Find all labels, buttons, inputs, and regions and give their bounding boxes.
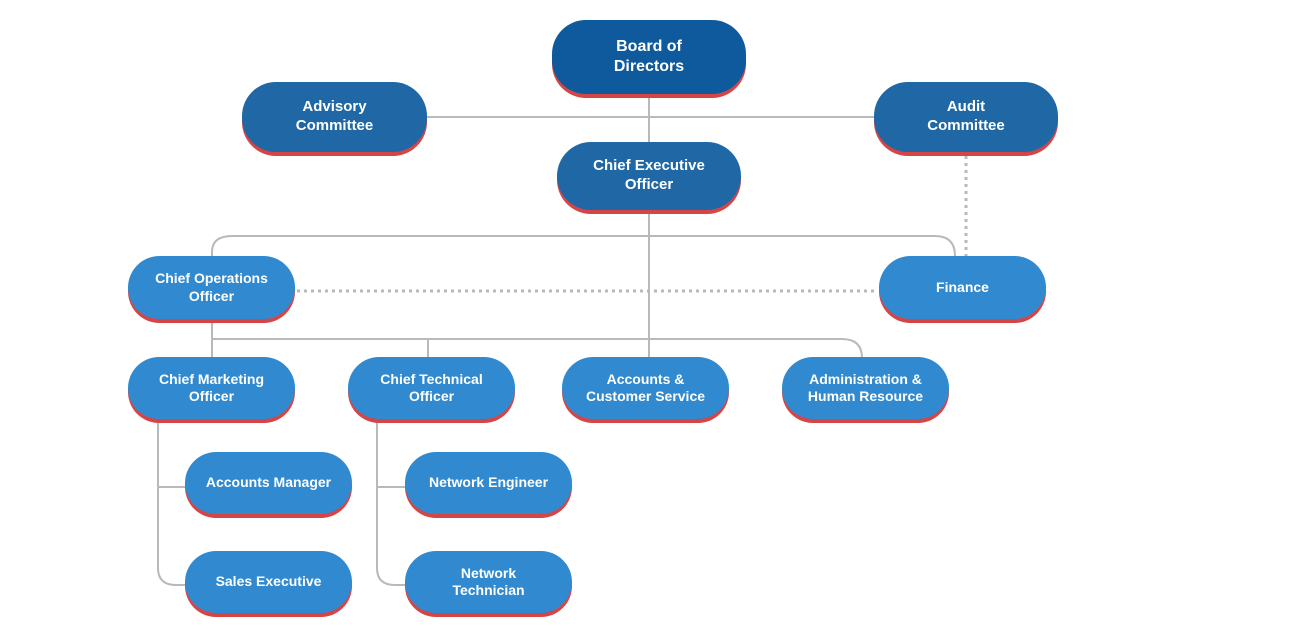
finance-node: Finance bbox=[879, 256, 1046, 319]
advisory-committee-node: Advisory Committee bbox=[242, 82, 427, 152]
accounts-manager-node: Accounts Manager bbox=[185, 452, 352, 514]
ceo-branch-line bbox=[211, 235, 956, 258]
accounts-customer-service-node: Accounts & Customer Service bbox=[562, 357, 729, 419]
cto-node: Chief Technical Officer bbox=[348, 357, 515, 419]
board-of-directors-node: Board of Directors bbox=[552, 20, 746, 94]
cmo-tree-line bbox=[157, 420, 186, 586]
cmo-node: Chief Marketing Officer bbox=[128, 357, 295, 419]
cto-tree-line bbox=[376, 420, 406, 586]
network-engineer-node: Network Engineer bbox=[405, 452, 572, 514]
coo-branch-line bbox=[212, 338, 863, 359]
sales-executive-node: Sales Executive bbox=[185, 551, 352, 613]
administration-hr-node: Administration & Human Resource bbox=[782, 357, 949, 419]
network-technician-node: Network Technician bbox=[405, 551, 572, 613]
coo-node: Chief Operations Officer bbox=[128, 256, 295, 319]
audit-committee-node: Audit Committee bbox=[874, 82, 1058, 152]
ceo-node: Chief Executive Officer bbox=[557, 142, 741, 210]
